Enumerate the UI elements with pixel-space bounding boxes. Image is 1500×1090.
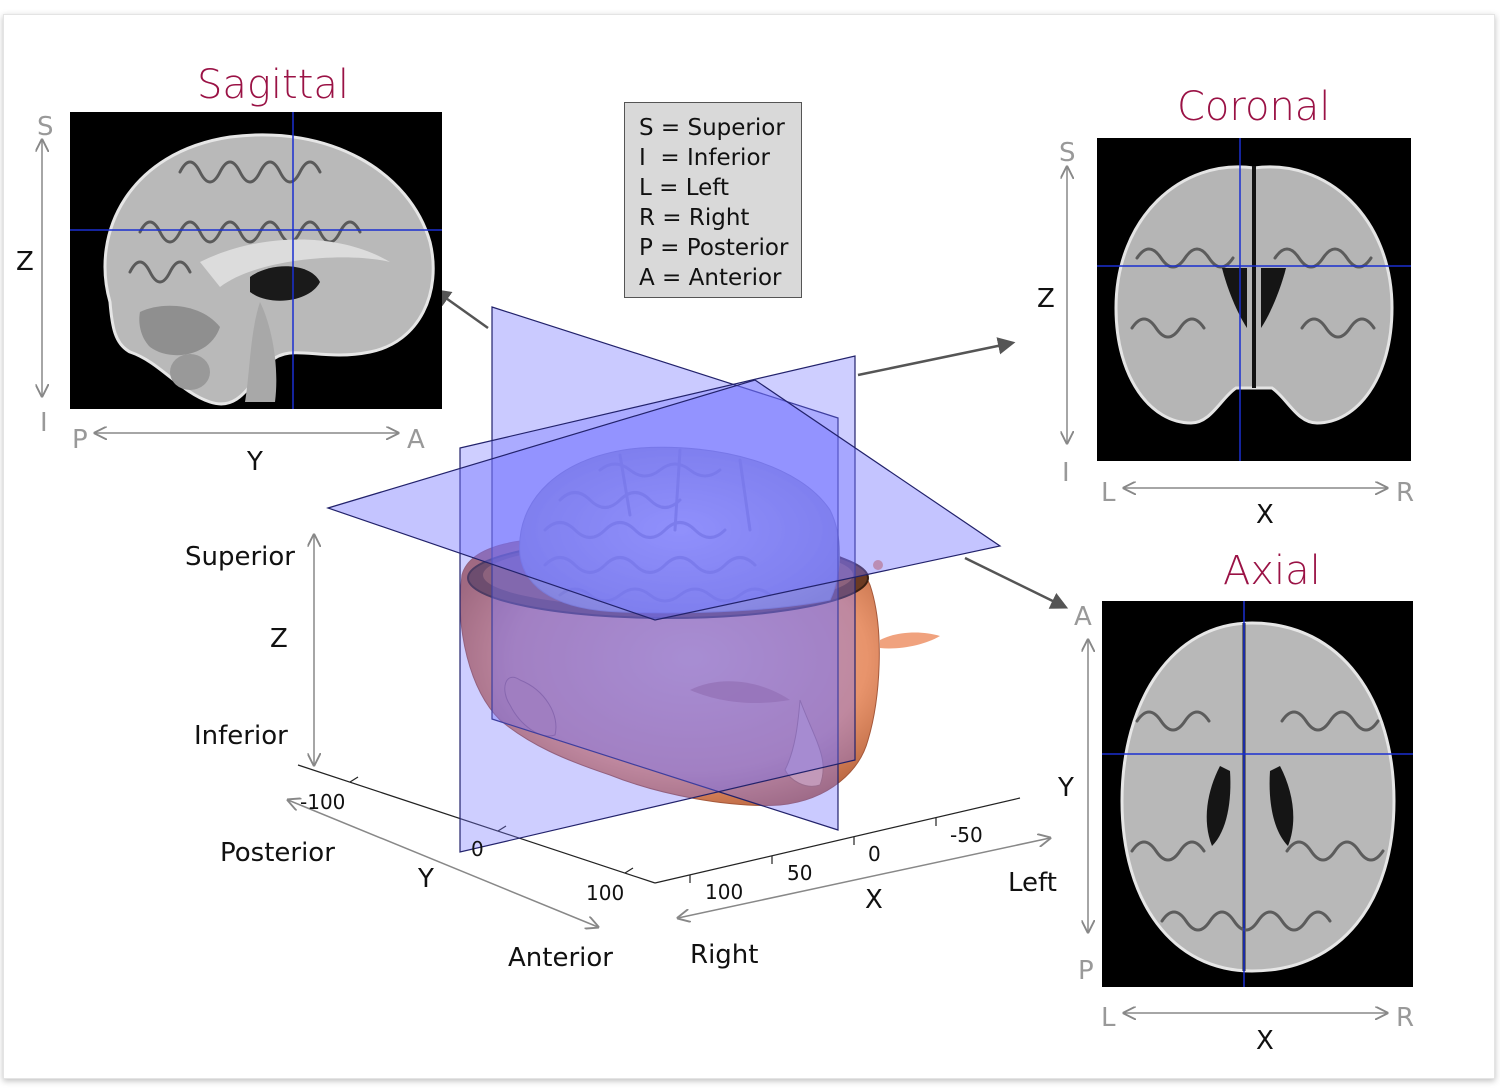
- coronal-brain: [1097, 138, 1411, 461]
- coronal-horizontal-label: X: [1256, 500, 1274, 530]
- legend-item: R = Right: [639, 205, 750, 231]
- superior-label: Superior: [185, 542, 295, 572]
- x-tick-label: 100: [705, 880, 744, 904]
- legend-item: A = Anterior: [639, 265, 782, 291]
- y-tick-label: 0: [471, 837, 484, 861]
- eye: [690, 681, 790, 703]
- abbreviation-legend: S = Superior I = Inferior L = Left R = R…: [624, 102, 802, 298]
- y-tick-label: -100: [300, 790, 346, 814]
- sagittal-brain: [70, 112, 442, 409]
- y-axis-ticks: [349, 776, 634, 874]
- axial-left-label: L: [1101, 1003, 1116, 1033]
- x-tick-label: 0: [868, 842, 881, 866]
- coronal-right-label: R: [1396, 478, 1415, 508]
- legend-item: S = Superior: [639, 115, 785, 141]
- x-axis-ticks: [689, 818, 937, 883]
- coronal-slice-image: [1097, 138, 1411, 461]
- posterior-label: Posterior: [220, 838, 335, 868]
- anterior-label: Anterior: [508, 943, 613, 973]
- axial-right-label: R: [1396, 1003, 1415, 1033]
- coronal-left-label: L: [1101, 478, 1116, 508]
- right-label: Right: [690, 940, 759, 970]
- coronal-vertical-label: Z: [1037, 284, 1055, 314]
- x-axis-label: X: [865, 885, 883, 915]
- sagittal-slice-image: [70, 112, 442, 409]
- sagittal-left-label: P: [72, 425, 88, 455]
- axial-slice-image: [1102, 601, 1413, 987]
- nose: [784, 699, 824, 787]
- sagittal-plane: [491, 306, 839, 831]
- legend-item: L = Left: [639, 175, 729, 201]
- axial-bottom-label: P: [1078, 956, 1094, 986]
- sagittal-horizontal-label: Y: [247, 447, 263, 477]
- legend-item: P = Posterior: [639, 235, 789, 261]
- y-axis-line: [297, 764, 656, 884]
- left-label: Left: [1008, 868, 1057, 898]
- ear: [504, 677, 557, 737]
- coronal-top-label: S: [1059, 138, 1076, 168]
- y-direction-axis: [288, 800, 598, 927]
- y-axis-label: Y: [418, 864, 434, 894]
- x-axis-line: [654, 797, 1021, 884]
- artifact-dot: [873, 560, 883, 570]
- artifact: [880, 632, 940, 649]
- sagittal-right-label: A: [407, 425, 425, 455]
- coronal-title: Coronal: [1177, 84, 1331, 130]
- sagittal-title: Sagittal: [197, 62, 350, 108]
- x-tick-label: -50: [950, 823, 983, 847]
- y-tick-label: 100: [586, 881, 625, 905]
- axial-horizontal-label: X: [1256, 1026, 1274, 1056]
- coronal-pointer-arrow: [857, 337, 1016, 377]
- axial-plane: [326, 379, 1002, 621]
- x-direction-axis: [678, 838, 1050, 918]
- inferior-label: Inferior: [194, 721, 288, 751]
- coronal-plane: [459, 355, 856, 853]
- axial-top-label: A: [1074, 602, 1092, 632]
- axial-pointer-arrow: [964, 556, 1069, 609]
- sagittal-top-label: S: [37, 112, 54, 142]
- legend-item: I = Inferior: [639, 145, 770, 171]
- axial-vertical-label: Y: [1058, 773, 1074, 803]
- sagittal-vertical-label: Z: [16, 247, 34, 277]
- coronal-bottom-label: I: [1062, 458, 1070, 488]
- brain-cortex: [519, 446, 840, 614]
- axial-brain: [1102, 601, 1413, 987]
- sagittal-pointer-arrow: [433, 288, 489, 330]
- x-tick-label: 50: [787, 861, 813, 885]
- sagittal-bottom-label: I: [40, 408, 48, 438]
- axial-title: Axial: [1223, 548, 1321, 594]
- z-axis-label: Z: [270, 624, 288, 654]
